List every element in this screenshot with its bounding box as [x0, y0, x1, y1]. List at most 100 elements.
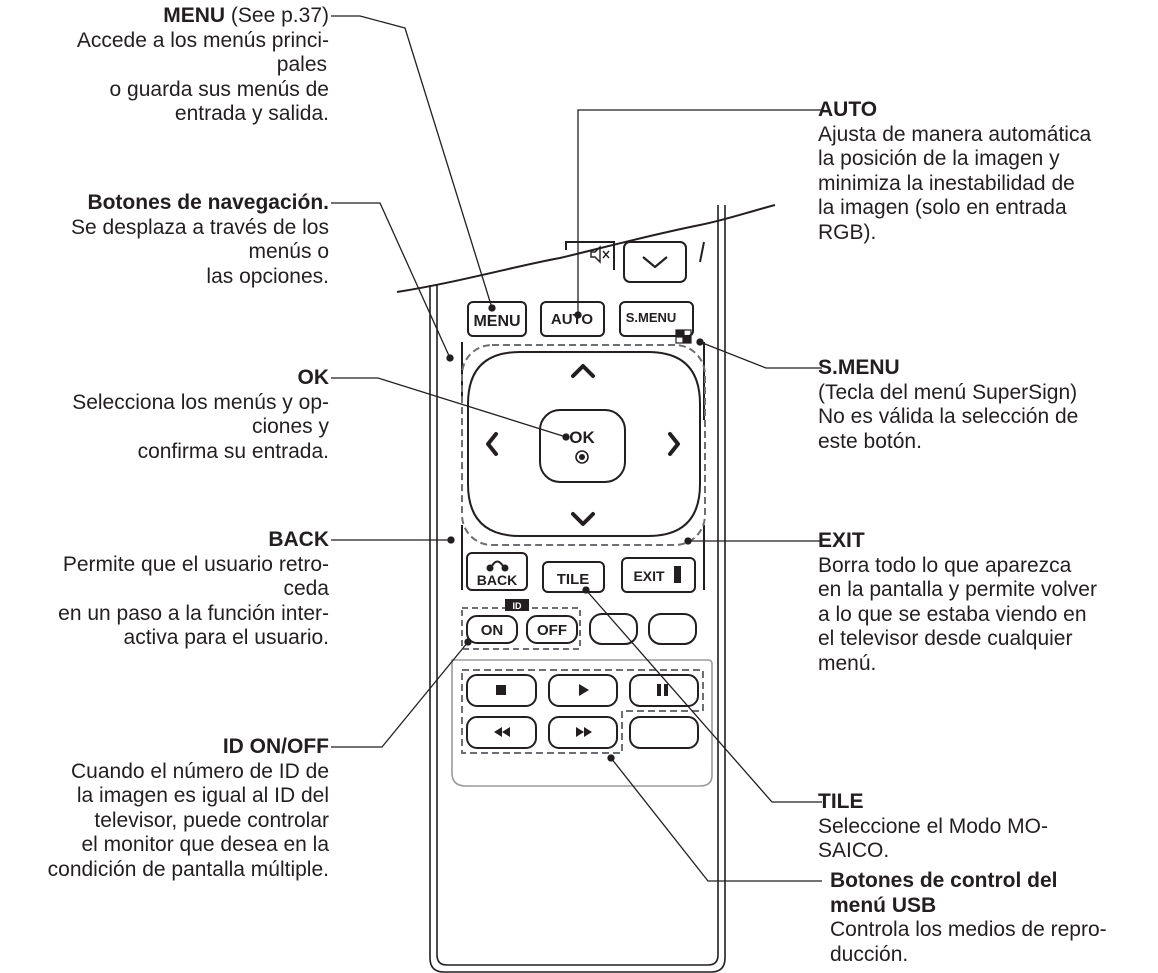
- callout-usb: Botones de control del menú USB Controla…: [830, 869, 1107, 967]
- usb-group-dashed-frame: [461, 669, 704, 754]
- chevron-down-icon: [642, 256, 668, 269]
- id-label: ID: [513, 601, 523, 611]
- callout-id-onoff-title: ID ON/OFF: [222, 735, 329, 758]
- callout-auto-line: RGB).: [818, 220, 877, 244]
- top-partial-buttons: [565, 241, 705, 283]
- callout-id-onoff-line: Cuando el número de ID de: [71, 759, 329, 783]
- menu-button[interactable]: [467, 301, 527, 337]
- callout-id-onoff-line: condición de pantalla múltiple.: [47, 857, 329, 881]
- callout-back-line: en un paso a la función inter-: [58, 601, 329, 625]
- callout-menu-suffix: (See p.37): [225, 4, 329, 27]
- callout-tile-line: SAICO.: [818, 839, 890, 862]
- cutoff-wave: [396, 204, 776, 293]
- id-on-button[interactable]: [466, 615, 518, 644]
- callout-navigation-line: Se desplaza a través de los: [71, 215, 329, 239]
- callout-id-onoff-line: televisor, puede controlar: [94, 808, 329, 832]
- fast-forward-icon: [576, 727, 592, 737]
- nav-group-dashed-frame: [461, 344, 706, 546]
- callout-navigation: Botones de navegación. Se desplaza a tra…: [71, 191, 329, 289]
- menu-button-label: MENU: [473, 313, 520, 330]
- callout-exit-line: en la pantalla y permite volver: [818, 578, 1097, 601]
- callout-usb-title: Botones de control del: [830, 869, 1058, 892]
- down-arrow-icon[interactable]: [571, 512, 595, 526]
- back-icon: [486, 560, 509, 572]
- pause-icon: [657, 684, 668, 696]
- callout-exit-line: el televisor desde cualquier: [818, 627, 1073, 650]
- back-button[interactable]: [466, 552, 528, 591]
- callout-menu-line: pales: [276, 53, 327, 76]
- tile-button[interactable]: [542, 561, 605, 593]
- smenu-button-label: S.MENU: [626, 310, 677, 325]
- callout-back-title: BACK: [268, 528, 329, 551]
- color-button-1[interactable]: [589, 613, 638, 645]
- callout-smenu-line: No es válida la selección de: [818, 405, 1079, 428]
- callout-smenu: S.MENU (Tecla del menú SuperSign) No es …: [818, 356, 1078, 454]
- exit-button-label: EXIT: [633, 568, 665, 584]
- leader-lines: [331, 15, 822, 882]
- callout-navigation-title: Botones de navegación.: [87, 191, 329, 214]
- callout-ok-line: ciones y: [251, 415, 329, 438]
- color-button-2[interactable]: [648, 613, 697, 645]
- callout-navigation-line: menús o: [248, 240, 329, 263]
- lower-panel: [451, 659, 713, 787]
- rewind-icon: [494, 727, 510, 737]
- callout-exit-line: Borra todo lo que aparezca: [818, 553, 1072, 577]
- callout-tile: TILE Seleccione el Modo MO- SAICO.: [818, 790, 1048, 864]
- ok-button-label: OK: [569, 428, 595, 447]
- callout-auto-line: la posición de la imagen y: [818, 147, 1060, 170]
- callout-menu-title: MENU: [163, 4, 226, 27]
- left-arrow-icon[interactable]: [486, 432, 498, 456]
- remote-body: [429, 205, 726, 973]
- callout-menu-line: entrada y salida.: [174, 102, 329, 125]
- callout-ok-line: Selecciona los menús y op-: [72, 390, 329, 414]
- callout-usb-line: Controla los medios de repro-: [830, 918, 1107, 941]
- mute-icon: [590, 245, 610, 264]
- callout-usb-line: ducción.: [830, 942, 909, 966]
- blank-button[interactable]: [629, 716, 699, 749]
- callout-ok-title: OK: [297, 366, 330, 389]
- callout-usb-title: menú USB: [830, 893, 937, 917]
- callout-smenu-line: este botón.: [818, 429, 922, 453]
- callout-smenu-title: S.MENU: [818, 356, 900, 379]
- id-tag: [505, 599, 529, 611]
- stop-icon: [496, 685, 506, 695]
- tile-button-label: TILE: [557, 571, 590, 588]
- callout-back-line: ceda: [283, 577, 329, 600]
- callout-back-line: Permite que el usuario retro-: [62, 552, 329, 576]
- callout-navigation-line: las opciones.: [206, 264, 329, 288]
- callout-menu: MENU (See p.37) Accede a los menús princ…: [77, 4, 329, 127]
- callout-smenu-line: (Tecla del menú SuperSign): [818, 380, 1078, 404]
- auto-button[interactable]: [540, 301, 605, 337]
- id-off-label: OFF: [537, 622, 567, 639]
- callout-back: BACK Permite que el usuario retro- ceda …: [58, 528, 329, 651]
- right-arrow-icon[interactable]: [668, 432, 680, 456]
- callout-exit: EXIT Borra todo lo que aparezca en la pa…: [818, 529, 1097, 676]
- up-arrow-icon[interactable]: [571, 364, 595, 378]
- callout-id-onoff-line: el monitor que desea en la: [81, 833, 330, 856]
- callout-auto-line: Ajusta de manera automática: [818, 122, 1092, 146]
- smenu-button[interactable]: [619, 301, 694, 337]
- callout-tile-line: Seleccione el Modo MO-: [818, 814, 1048, 838]
- callout-auto-title: AUTO: [818, 98, 878, 121]
- play-icon: [579, 684, 589, 696]
- ok-button[interactable]: [539, 409, 626, 483]
- callout-exit-line: menú.: [818, 651, 877, 675]
- callout-id-onoff: ID ON/OFF Cuando el número de ID de la i…: [48, 735, 329, 882]
- callout-auto: AUTO Ajusta de manera automática la posi…: [818, 98, 1091, 245]
- id-off-button[interactable]: [526, 615, 578, 644]
- callout-exit-title: EXIT: [818, 529, 865, 552]
- callout-auto-line: minimiza la inestabilidad de: [818, 171, 1075, 195]
- callout-ok: OK Selecciona los menús y op- ciones y c…: [72, 366, 329, 464]
- auto-button-label: AUTO: [551, 311, 594, 328]
- callout-menu-line: Accede a los menús princi-: [76, 28, 329, 52]
- back-button-label: BACK: [477, 572, 517, 588]
- ok-dot-icon: [575, 450, 589, 464]
- callout-exit-line: a lo que se estaba viendo en: [818, 602, 1087, 626]
- callout-auto-line: la imagen (solo en entrada: [818, 196, 1067, 219]
- callout-id-onoff-line: la imagen es igual al ID del: [76, 784, 329, 807]
- callout-tile-title: TILE: [818, 790, 864, 813]
- callout-back-line: activa para el usuario.: [123, 626, 329, 649]
- exit-icon: [674, 566, 681, 583]
- callout-menu-line: o guarda sus menús de: [109, 77, 329, 101]
